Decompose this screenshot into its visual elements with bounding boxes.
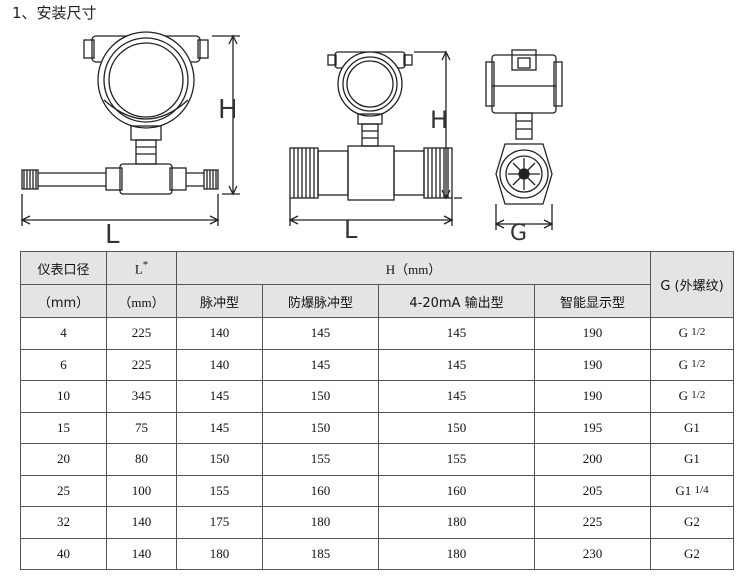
cell-bore: 4 <box>20 317 107 350</box>
dimension-l-label-2: L <box>344 216 358 244</box>
cell-l: 225 <box>106 317 177 350</box>
cell-l: 140 <box>106 506 177 539</box>
flowmeter-side-view-figure <box>485 49 563 230</box>
header-bore: 仪表口径 <box>20 251 107 285</box>
cell-h3: 160 <box>378 474 535 507</box>
cell-l: 345 <box>106 380 177 413</box>
cell-l: 80 <box>106 443 177 476</box>
cell-h4: 190 <box>534 317 651 350</box>
cell-g: G2 <box>650 506 734 539</box>
cell-h4: 205 <box>534 474 651 507</box>
cell-h3: 150 <box>378 411 535 444</box>
header-l-unit: （mm） <box>106 284 177 318</box>
cell-l: 225 <box>106 348 177 381</box>
header-h-smart-display: 智能显示型 <box>534 284 651 318</box>
cell-h2: 160 <box>262 474 379 507</box>
cell-h4: 225 <box>534 506 651 539</box>
cell-h1: 140 <box>176 317 263 350</box>
cell-h3: 145 <box>378 317 535 350</box>
header-l: L* <box>106 251 177 285</box>
header-h: H（mm） <box>176 251 651 285</box>
cell-h2: 145 <box>262 317 379 350</box>
dimension-table: 仪表口径 L* H（mm） G (外螺纹) （mm） （mm） 脉冲型 防爆脉冲… <box>20 251 734 570</box>
header-h-explosion-proof: 防爆脉冲型 <box>262 284 379 318</box>
cell-l: 100 <box>106 474 177 507</box>
cell-h1: 155 <box>176 474 263 507</box>
cell-g: G2 <box>650 537 734 570</box>
cell-h1: 175 <box>176 506 263 539</box>
cell-g: G 1/2 <box>650 317 734 350</box>
cell-h2: 150 <box>262 380 379 413</box>
dimension-h-label-1: H <box>218 95 238 125</box>
cell-h2: 150 <box>262 411 379 444</box>
cell-h1: 150 <box>176 443 263 476</box>
cell-h4: 230 <box>534 537 651 570</box>
header-bore-unit: （mm） <box>20 284 107 318</box>
cell-bore: 32 <box>20 506 107 539</box>
cell-l: 140 <box>106 537 177 570</box>
dimension-h-label-2: H <box>430 106 448 134</box>
cell-h3: 180 <box>378 537 535 570</box>
cell-h1: 145 <box>176 411 263 444</box>
cell-bore: 6 <box>20 348 107 381</box>
installation-dimension-drawing: H L H L G <box>20 31 563 250</box>
header-g: G (外螺纹) <box>650 251 734 318</box>
cell-bore: 20 <box>20 443 107 476</box>
cell-g: G 1/2 <box>650 348 734 381</box>
cell-l: 75 <box>106 411 177 444</box>
header-h-4-20ma: 4-20mA 输出型 <box>378 284 535 318</box>
flowmeter-small-bore-figure <box>20 31 240 226</box>
cell-h2: 145 <box>262 348 379 381</box>
cell-h1: 140 <box>176 348 263 381</box>
section-heading: 1、安装尺寸 <box>12 4 97 22</box>
cell-g: G 1/2 <box>650 380 734 413</box>
cell-bore: 15 <box>20 411 107 444</box>
cell-h4: 195 <box>534 411 651 444</box>
header-h-pulse: 脉冲型 <box>176 284 263 318</box>
cell-bore: 40 <box>20 537 107 570</box>
cell-h2: 185 <box>262 537 379 570</box>
cell-h4: 200 <box>534 443 651 476</box>
cell-h4: 190 <box>534 380 651 413</box>
cell-bore: 10 <box>20 380 107 413</box>
cell-bore: 25 <box>20 474 107 507</box>
cell-h3: 145 <box>378 380 535 413</box>
cell-g: G1 1/4 <box>650 474 734 507</box>
dimension-l-label-1: L <box>105 220 120 250</box>
cell-h3: 155 <box>378 443 535 476</box>
cell-h3: 145 <box>378 348 535 381</box>
cell-h1: 145 <box>176 380 263 413</box>
cell-h1: 180 <box>176 537 263 570</box>
flowmeter-threaded-figure <box>288 50 462 226</box>
cell-g: G1 <box>650 443 734 476</box>
cell-h2: 180 <box>262 506 379 539</box>
cell-h2: 155 <box>262 443 379 476</box>
cell-g: G1 <box>650 411 734 444</box>
cell-h4: 190 <box>534 348 651 381</box>
dimension-g-label: G <box>510 221 527 246</box>
cell-h3: 180 <box>378 506 535 539</box>
